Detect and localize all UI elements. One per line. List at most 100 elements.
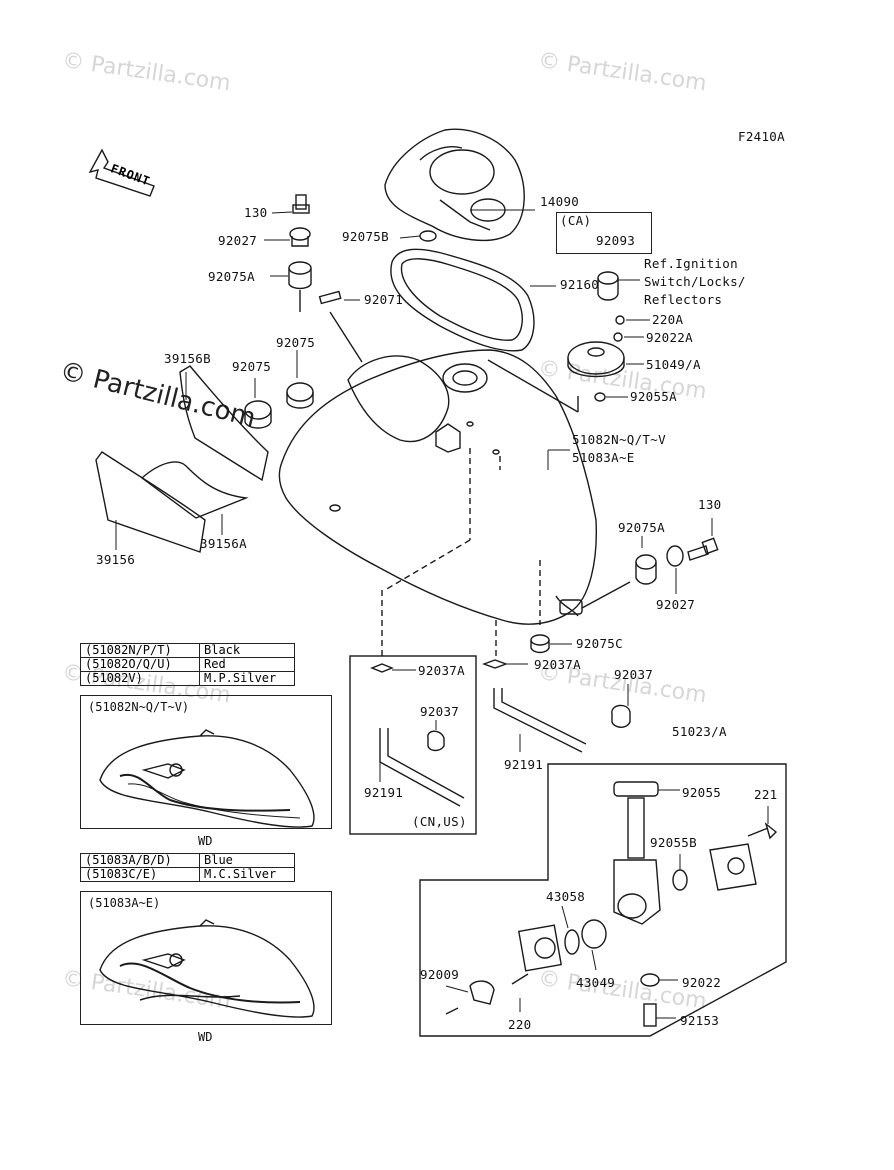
- callout: 51083A~E: [572, 450, 635, 465]
- damper-92075c: [530, 634, 550, 654]
- table-row: (51082V)M.P.Silver: [80, 671, 295, 686]
- hose-92191-right: [493, 688, 587, 753]
- plate-43058: [517, 924, 563, 972]
- color-table-51082: (51082N/P/T)Black (51082O/Q/U)Red (51082…: [80, 643, 295, 686]
- callout: 51082N~Q/T~V: [572, 432, 666, 447]
- knob-92009: [469, 980, 495, 1005]
- callout: 43049: [576, 975, 616, 990]
- callout: Switch/Locks/: [644, 274, 746, 289]
- table-cell: (51082N/P/T): [80, 643, 200, 658]
- table-cell: (51083A/B/D): [80, 853, 200, 868]
- callout: 92160: [560, 277, 600, 292]
- callout: 92022: [682, 975, 722, 990]
- bolt-130-right: [687, 537, 719, 561]
- table-cell: (51082V): [80, 671, 200, 686]
- callout: (CA): [560, 213, 592, 228]
- callout: 39156: [96, 552, 136, 567]
- inset-title: (51083A~E): [88, 896, 161, 910]
- damper-92075a: [288, 261, 312, 290]
- callout: 51049/A: [646, 357, 701, 372]
- pad-39156: [95, 451, 206, 553]
- washer-92022a: [613, 332, 623, 342]
- inset-tank-1: [99, 729, 315, 828]
- table-cell: Red: [199, 657, 295, 672]
- callout: 43058: [546, 889, 586, 904]
- callout: 39156A: [200, 536, 247, 551]
- clip-92037a: [370, 663, 394, 673]
- callout: 92075: [232, 359, 272, 374]
- table-row: (51082N/P/T)Black: [80, 643, 295, 658]
- callout: 92055B: [650, 835, 697, 850]
- cn-us-box: [349, 655, 477, 835]
- callout: 92027: [656, 597, 696, 612]
- callout: 92055A: [630, 389, 677, 404]
- inset-title: (51082N~Q/T~V): [88, 700, 190, 714]
- inset-caption: WD: [198, 1030, 213, 1044]
- lock-cylinder: [597, 271, 619, 301]
- oring-92055a: [594, 392, 606, 402]
- callout: 92022A: [646, 330, 693, 345]
- fuel-cock-body: [613, 797, 661, 925]
- callout: 92075: [276, 335, 316, 350]
- callout: 92055: [682, 785, 722, 800]
- pad-39156b: [179, 365, 269, 482]
- diagram-id: F2410A: [738, 129, 785, 144]
- callout: 92037: [614, 667, 654, 682]
- callout: 92027: [218, 233, 258, 248]
- callout: 92191: [504, 757, 544, 772]
- inset-box-2: [80, 891, 332, 1025]
- callout: 220: [508, 1017, 532, 1032]
- grommet-92075b: [419, 230, 437, 242]
- callout: 130: [698, 497, 722, 512]
- inset-box-1: [80, 695, 332, 829]
- screw-220a: [615, 315, 625, 325]
- seal-43049: [581, 919, 607, 949]
- callout: 92071: [364, 292, 404, 307]
- callout: 92037A: [534, 657, 581, 672]
- cap-51049: [567, 341, 625, 378]
- pad-39156a: [140, 461, 249, 519]
- callout: 92153: [680, 1013, 720, 1028]
- callout: 220A: [652, 312, 684, 327]
- callout: 92037: [420, 704, 460, 719]
- screw-221: [747, 822, 778, 840]
- callout: Ref.Ignition: [644, 256, 738, 271]
- callout: 39156B: [164, 351, 211, 366]
- collar-92027: [289, 227, 311, 247]
- clamp-92037: [427, 730, 445, 752]
- oring-92055b: [672, 869, 688, 891]
- cover-plate: [709, 843, 757, 891]
- table-row: (51083A/B/D)Blue: [80, 853, 295, 868]
- callout: 92093: [596, 233, 636, 248]
- callout: 92075B: [342, 229, 389, 244]
- damper-92075: [244, 400, 272, 429]
- oring: [564, 929, 580, 955]
- callout: 92009: [420, 967, 460, 982]
- washer-92022: [640, 973, 660, 987]
- callout: 14090: [540, 194, 580, 209]
- damper-92075a-right: [635, 554, 657, 585]
- key-92071: [318, 290, 342, 305]
- table-cell: (51083C/E): [80, 867, 200, 882]
- table-cell: Blue: [199, 853, 295, 868]
- table-cell: M.P.Silver: [199, 671, 295, 686]
- clamp-92037-right: [611, 704, 631, 728]
- callout: (CN,US): [412, 814, 467, 829]
- callout: 92075A: [618, 520, 665, 535]
- damper-92075: [286, 382, 314, 409]
- ca-box: [556, 212, 652, 254]
- oring-92055: [613, 781, 659, 797]
- callout: 92037A: [418, 663, 465, 678]
- inset-caption: WD: [198, 834, 213, 848]
- collar-92027-right: [666, 545, 684, 567]
- bolt-92153: [643, 1003, 657, 1027]
- inset-tank-2: [99, 919, 315, 1018]
- table-row: (51082O/Q/U)Red: [80, 657, 295, 672]
- front-arrow: FRONT: [88, 148, 160, 209]
- callout: 92075C: [576, 636, 623, 651]
- bolt-130: [292, 194, 310, 214]
- color-table-51083: (51083A/B/D)Blue (51083C/E)M.C.Silver: [80, 853, 295, 882]
- callout: 92075A: [208, 269, 255, 284]
- table-cell: (51082O/Q/U): [80, 657, 200, 672]
